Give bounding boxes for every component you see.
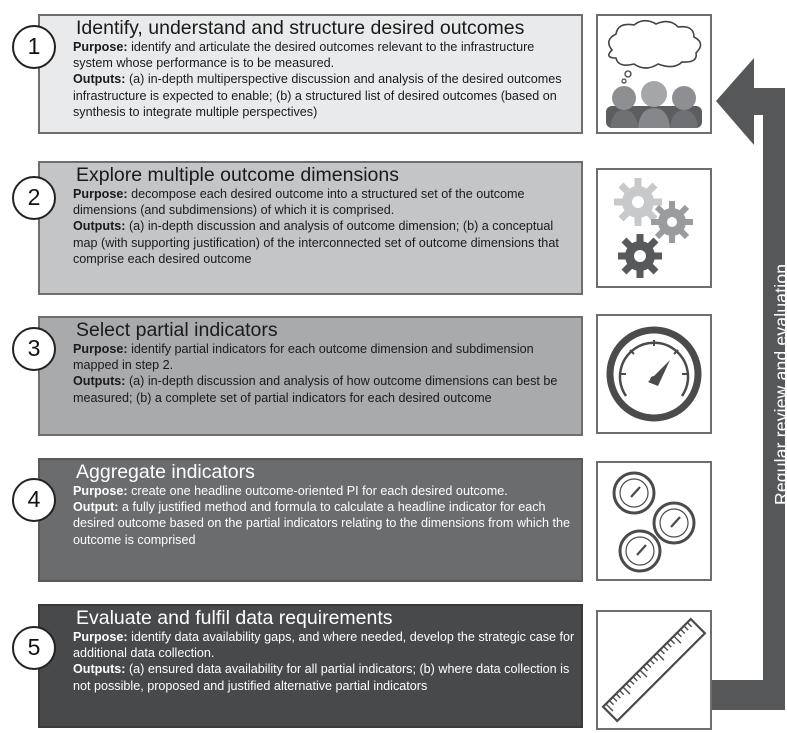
step-5-outputs: (a) ensured data availability for all pa… — [73, 662, 570, 693]
step-3-box: Select partial indicators Purpose: ident… — [38, 316, 583, 436]
ruler-tick — [669, 638, 676, 645]
ruler-tick — [646, 662, 652, 668]
multiple-gauges-icon — [596, 461, 712, 581]
step-1-purpose-label: Purpose: — [73, 40, 128, 54]
ruler-tick — [663, 645, 669, 651]
step-2-purpose: decompose each desired outcome into a st… — [73, 187, 525, 218]
ruler-tick — [686, 621, 693, 628]
step-2-title: Explore multiple outcome dimensions — [76, 164, 399, 186]
ruler-tick — [612, 696, 618, 702]
ruler-tick — [605, 703, 614, 712]
step-1-purpose: identify and articulate the desired outc… — [73, 40, 535, 71]
step-1-outputs: (a) in-depth multiperspective discussion… — [73, 72, 562, 119]
step-5-outputs-label: Outputs: — [73, 662, 126, 677]
step-4-box: Aggregate indicators Purpose: create one… — [38, 458, 583, 582]
ruler-tick — [649, 659, 655, 665]
step-1-title: Identify, understand and structure desir… — [76, 17, 525, 39]
ruler-tick — [608, 700, 615, 706]
step-2-outputs: (a) in-depth discussion and analysis of … — [73, 219, 559, 266]
step-5-body: Purpose: identify data availability gaps… — [73, 629, 575, 694]
step-5-purpose-label: Purpose: — [73, 630, 128, 644]
step-4-outputs-label: Output: — [73, 500, 119, 515]
step-3-purpose: identify partial indicators for each out… — [73, 342, 534, 373]
ruler-tick — [673, 635, 682, 644]
feedback-arrow-shape — [712, 58, 785, 710]
gauge-icon — [596, 314, 712, 434]
step-1-box: Identify, understand and structure desir… — [38, 14, 583, 134]
people-thought-cloud-icon — [596, 14, 712, 134]
ruler-tick — [652, 655, 659, 662]
step-2-number: 2 — [12, 176, 56, 220]
ruler-tick — [656, 652, 665, 661]
ruler-tick — [632, 676, 638, 682]
step-2-purpose-label: Purpose: — [73, 187, 128, 201]
step-5-box: Evaluate and fulfil data requirements Pu… — [38, 604, 583, 728]
ruler-tick — [615, 693, 621, 699]
step-5-number: 5 — [12, 626, 56, 670]
step-1-body: Purpose: identify and articulate the des… — [73, 39, 575, 120]
ruler-tick — [639, 669, 648, 678]
step-4-title: Aggregate indicators — [76, 461, 255, 483]
step-3-outputs: (a) in-depth discussion and analysis of … — [73, 374, 558, 405]
ruler-tick — [629, 679, 635, 685]
feedback-label: Regular review and evaluation — [771, 263, 787, 505]
ruler-tick — [618, 689, 625, 696]
step-4-purpose: create one headline outcome-oriented PI … — [127, 484, 508, 498]
ruler-tick — [680, 628, 686, 635]
ruler-tick — [683, 625, 689, 631]
step-1-outputs-label: Outputs: — [73, 72, 126, 87]
step-4-outputs: a fully justified method and formula to … — [73, 500, 571, 547]
ruler-tick — [635, 672, 642, 679]
step-1-number: 1 — [12, 25, 56, 69]
step-4-number: 4 — [12, 478, 56, 522]
step-3-body: Purpose: identify partial indicators for… — [73, 341, 575, 406]
ruler-tick — [625, 683, 632, 689]
gears-icon — [596, 168, 712, 288]
step-3-purpose-label: Purpose: — [73, 342, 128, 356]
step-3-title: Select partial indicators — [76, 319, 278, 341]
step-3-number: 3 — [12, 327, 56, 371]
ruler-tick — [642, 666, 648, 672]
step-4-purpose-label: Purpose: — [73, 484, 128, 498]
ruler-tick — [666, 642, 672, 648]
step-2-body: Purpose: decompose each desired outcome … — [73, 186, 575, 267]
step-4-body: Purpose: create one headline outcome-ori… — [73, 483, 575, 548]
ruler-tick — [622, 686, 631, 695]
step-3-outputs-label: Outputs: — [73, 374, 126, 389]
step-2-outputs-label: Outputs: — [73, 219, 126, 234]
step-5-purpose: identify data availability gaps, and whe… — [73, 630, 575, 661]
step-5-title: Evaluate and fulfil data requirements — [76, 607, 393, 629]
ruler-tick — [676, 632, 682, 638]
ruler-icon — [596, 610, 712, 730]
ruler-tick — [659, 649, 665, 655]
step-2-box: Explore multiple outcome dimensions Purp… — [38, 161, 583, 295]
